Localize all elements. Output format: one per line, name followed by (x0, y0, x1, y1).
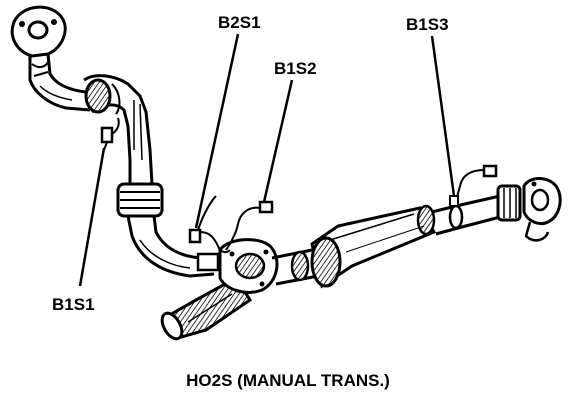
b1s1-sensor (100, 117, 120, 151)
leader-lines (78, 33, 456, 287)
label-b1s1: B1S1 (52, 295, 95, 314)
diagram-caption: HO2S (MANUAL TRANS.) (186, 371, 390, 390)
rear-manifold-pipe (160, 276, 253, 341)
rear-pipe (431, 184, 522, 236)
front-manifold-flange (10, 5, 67, 58)
label-b1s3: B1S3 (406, 15, 449, 34)
b2s1-sensor-wire (188, 195, 231, 254)
label-b1s2: B1S2 (274, 59, 317, 78)
front-pipe (28, 53, 99, 112)
b1s2-sensor-wire (225, 200, 274, 251)
merge-flange (196, 238, 279, 294)
leader-line-b2s1 (194, 33, 240, 229)
leader-line-b1s2 (262, 79, 294, 203)
y-pipe-upper (83, 74, 154, 186)
rear-flange (522, 177, 562, 242)
leader-line-b1s3 (430, 35, 456, 197)
catalytic-converter (310, 204, 437, 289)
leader-line-b1s1 (78, 147, 106, 287)
flex-joint (116, 182, 164, 218)
label-b2s1: B2S1 (218, 13, 261, 32)
intermediate-pipe (271, 248, 319, 286)
